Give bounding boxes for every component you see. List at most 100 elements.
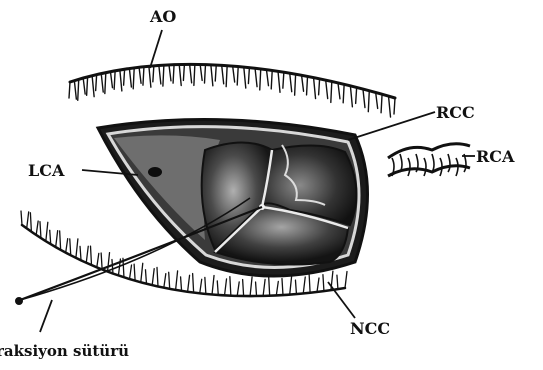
wall-hatch-line (87, 77, 88, 96)
wall-hatch-line (331, 81, 332, 102)
wall-hatch-line (368, 91, 369, 112)
label-traction-suture: raksiyon sütürü (0, 342, 129, 360)
wall-hatch-line (303, 277, 305, 294)
leader-suture (40, 300, 52, 332)
wall-hatch-line (159, 65, 161, 84)
wall-hatch-line (145, 270, 146, 284)
wall-hatch-line (21, 211, 22, 225)
wall-hatch-line (83, 78, 85, 94)
wall-hatch-line (70, 239, 71, 256)
wall-hatch-line (269, 277, 270, 296)
wall-hatch-line (97, 253, 99, 267)
wall-hatch-line (91, 246, 92, 265)
rca-coil-line (408, 158, 410, 176)
wall-hatch-line (141, 263, 143, 282)
wall-hatch-line (157, 267, 158, 286)
wall-hatch-line (343, 84, 344, 103)
wall-hatch-line (283, 72, 284, 88)
wall-hatch-line (114, 71, 115, 90)
wall-hatch-line (319, 79, 320, 95)
wall-hatch-line (112, 260, 113, 274)
wall-hatch-line (110, 72, 112, 88)
wall-hatch-line (152, 269, 154, 286)
rca-coil-line (448, 154, 450, 172)
wall-hatch-line (190, 64, 192, 83)
wall-hatch-line (176, 271, 178, 290)
wall-hatch-line (74, 81, 76, 100)
wall-hatch-line (120, 70, 122, 91)
right-coronary-artery (388, 144, 470, 176)
wall-hatch-line (179, 64, 181, 85)
wall-hatch-line (60, 231, 61, 250)
wall-hatch-line (317, 278, 319, 292)
wall-hatch-line (50, 230, 51, 244)
wall-hatch-line (356, 87, 357, 103)
wall-hatch-line (338, 83, 340, 99)
wall-hatch-line (69, 82, 70, 98)
wall-hatch-line (295, 74, 296, 95)
wall-hatch-line (36, 221, 38, 235)
wall-hatch-line (237, 67, 238, 86)
rca-coil-line (424, 158, 426, 176)
wall-hatch-line (326, 80, 328, 99)
wall-hatch-line (381, 94, 382, 113)
wall-hatch-line (233, 66, 235, 82)
label-ncc: NCC (350, 319, 390, 338)
aortic-wall-upper (69, 64, 395, 117)
wall-hatch-line (181, 277, 182, 291)
wall-hatch-line (266, 70, 268, 86)
wall-hatch-line (225, 279, 227, 296)
wall-hatch-line (226, 66, 227, 87)
wall-hatch-line (345, 272, 347, 289)
wall-hatch-line (46, 222, 48, 241)
wall-hatch-line (307, 76, 308, 95)
rca-coil-line (432, 154, 434, 172)
wall-hatch-line (194, 64, 195, 85)
wall-hatch-line (129, 68, 131, 87)
wall-hatch-line (271, 70, 272, 89)
wall-hatch-line (282, 279, 283, 296)
leader-rcc (348, 112, 435, 140)
wall-hatch-line (183, 64, 184, 80)
wall-hatch-line (139, 67, 141, 83)
wall-hatch-line (30, 213, 31, 232)
wall-hatch-line (350, 86, 352, 107)
wall-hatch-line (255, 68, 257, 87)
wall-hatch-line (96, 75, 97, 91)
wall-hatch-line (244, 67, 246, 88)
wall-hatch-line (260, 69, 261, 90)
left-coronary-ostium (148, 167, 162, 177)
wall-hatch-line (394, 98, 395, 114)
wall-hatch-line (248, 68, 249, 84)
wall-hatch-line (256, 282, 257, 296)
wall-hatch-line (337, 275, 338, 289)
wall-hatch-line (243, 280, 244, 297)
wall-hatch-line (56, 231, 58, 248)
valve-cusps (202, 143, 357, 265)
wall-hatch-line (143, 67, 144, 86)
wall-hatch-line (169, 65, 171, 81)
wall-hatch-line (86, 246, 88, 262)
wall-hatch-line (215, 65, 216, 81)
wall-hatch-line (188, 275, 190, 292)
wall-hatch-line (134, 264, 135, 281)
wall-hatch-line (302, 75, 304, 91)
wall-hatch-line (153, 66, 154, 82)
wall-hatch-line (205, 277, 206, 294)
wall-hatch-line (163, 65, 164, 86)
label-ao: AO (149, 7, 176, 26)
label-lca: LCA (28, 161, 65, 180)
wall-hatch-line (105, 73, 106, 94)
wall-hatch-line (314, 78, 316, 99)
wall-hatch-line (376, 92, 378, 108)
wall-hatch-line (276, 281, 278, 295)
wall-hatch-line (164, 274, 166, 288)
wall-hatch-line (193, 274, 194, 293)
wall-hatch-line (133, 68, 134, 89)
wall-hatch-line (169, 272, 170, 289)
wall-hatch-line (40, 222, 41, 239)
wall-hatch-line (78, 79, 79, 100)
wall-hatch-line (363, 89, 365, 108)
wall-hatch-line (130, 265, 132, 279)
